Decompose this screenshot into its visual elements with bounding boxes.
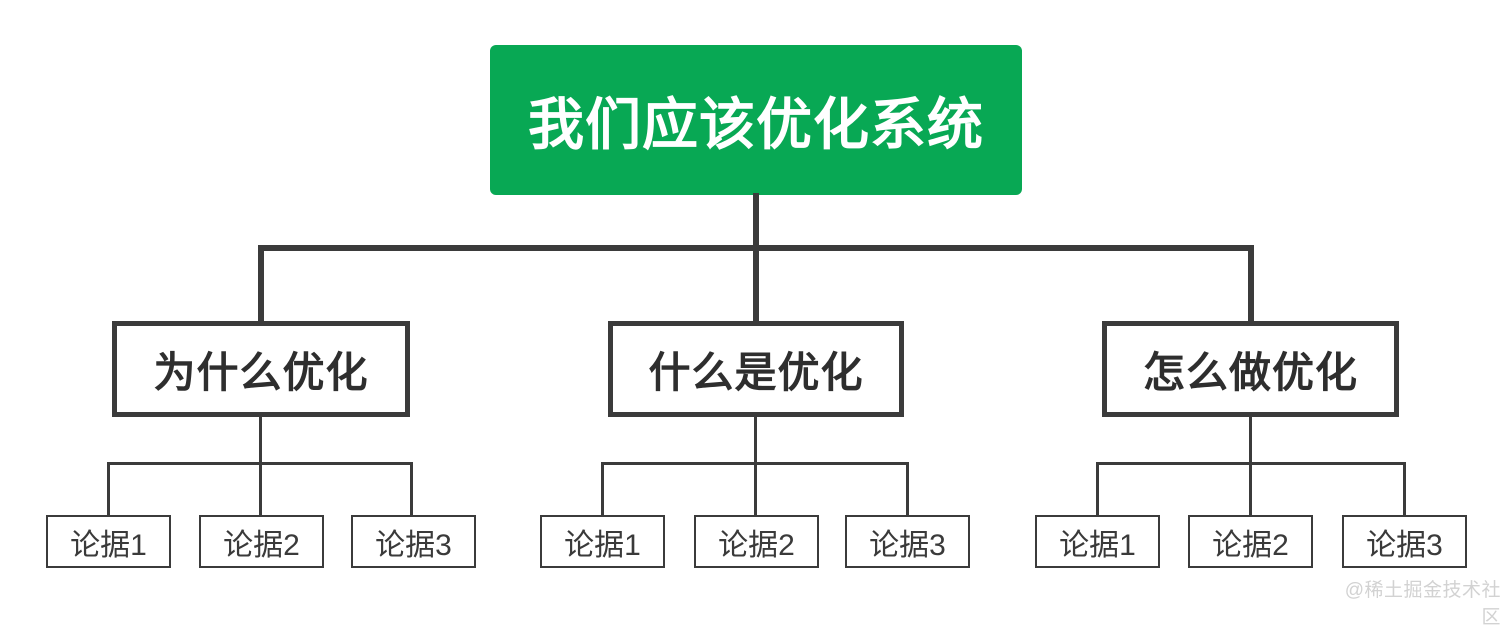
leaf-node[interactable]: 论据1 [46, 515, 171, 568]
connector-group3-leaf3-drop [1403, 462, 1406, 515]
leaf-node[interactable]: 论据2 [199, 515, 324, 568]
connector-group1-leaf3-drop [410, 462, 413, 515]
branch-node-why-optimize[interactable]: 为什么优化 [112, 321, 410, 417]
connector-group2-leaf1-drop [601, 462, 604, 515]
leaf-node[interactable]: 论据1 [1035, 515, 1160, 568]
branch-node-how-to-optimize[interactable]: 怎么做优化 [1102, 321, 1399, 417]
leaf-node[interactable]: 论据3 [845, 515, 970, 568]
leaf-node[interactable]: 论据3 [351, 515, 476, 568]
leaf-node[interactable]: 论据3 [1342, 515, 1467, 568]
mindmap-canvas: 我们应该优化系统 为什么优化 什么是优化 怎么做优化 论据1 论据2 论据3 论… [46, 45, 1501, 628]
connector-group3-leaf1-drop [1096, 462, 1099, 515]
connector-group2-leaf2-drop [754, 462, 757, 515]
connector-branch2-drop [753, 245, 759, 322]
connector-group3-leaf2-drop [1249, 462, 1252, 515]
watermark-label: @稀土掘金技术社区 [1344, 580, 1501, 628]
leaf-node[interactable]: 论据2 [1188, 515, 1313, 568]
connector-root-drop [753, 193, 759, 251]
leaf-node[interactable]: 论据1 [540, 515, 665, 568]
connector-group1-leaf1-drop [107, 462, 110, 515]
root-node[interactable]: 我们应该优化系统 [490, 45, 1022, 195]
connector-group2-stem [754, 417, 757, 463]
connector-branch3-drop [1248, 245, 1254, 322]
branch-node-what-is-optimize[interactable]: 什么是优化 [608, 321, 904, 417]
connector-group1-stem [259, 417, 262, 463]
connector-branch1-drop [258, 245, 264, 322]
connector-group2-leaf3-drop [906, 462, 909, 515]
leaf-node[interactable]: 论据2 [694, 515, 819, 568]
connector-group1-leaf2-drop [259, 462, 262, 515]
connector-group3-stem [1249, 417, 1252, 463]
